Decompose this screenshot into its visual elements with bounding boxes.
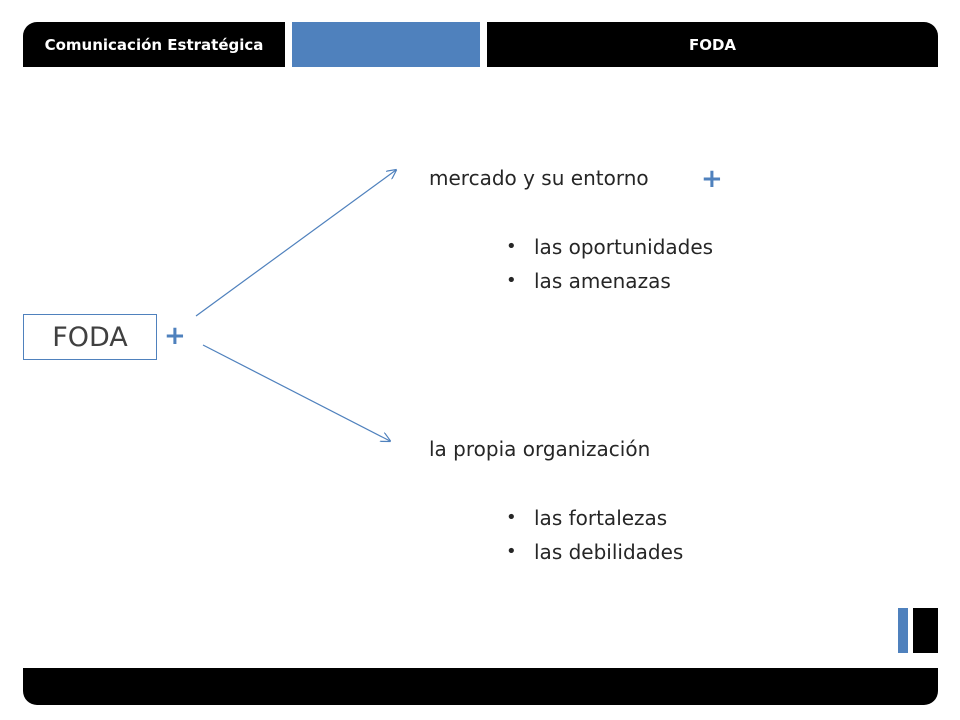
list-item: las oportunidades	[506, 234, 713, 268]
corner-accent-blue	[898, 608, 908, 653]
arrow-to-bottom-branch	[202, 344, 390, 441]
arrow-to-top-branch	[195, 170, 396, 317]
plus-icon: +	[164, 321, 186, 351]
branch-list-top: las oportunidades las amenazas	[506, 234, 713, 302]
header-accent-block	[292, 22, 480, 67]
header-left-title: Comunicación Estratégica	[23, 22, 285, 67]
plus-icon: +	[701, 164, 723, 194]
branch-list-bottom: las fortalezas las debilidades	[506, 505, 683, 573]
list-item: las debilidades	[506, 539, 683, 573]
corner-accent-black	[913, 608, 938, 653]
list-item: las fortalezas	[506, 505, 683, 539]
list-item: las amenazas	[506, 268, 713, 302]
header-right-title: FODA	[487, 22, 938, 67]
branch-heading-top: mercado y su entorno	[429, 166, 649, 190]
footer-bar	[23, 668, 938, 705]
foda-root-box: FODA	[23, 314, 157, 360]
branch-heading-bottom: la propia organización	[429, 437, 651, 461]
